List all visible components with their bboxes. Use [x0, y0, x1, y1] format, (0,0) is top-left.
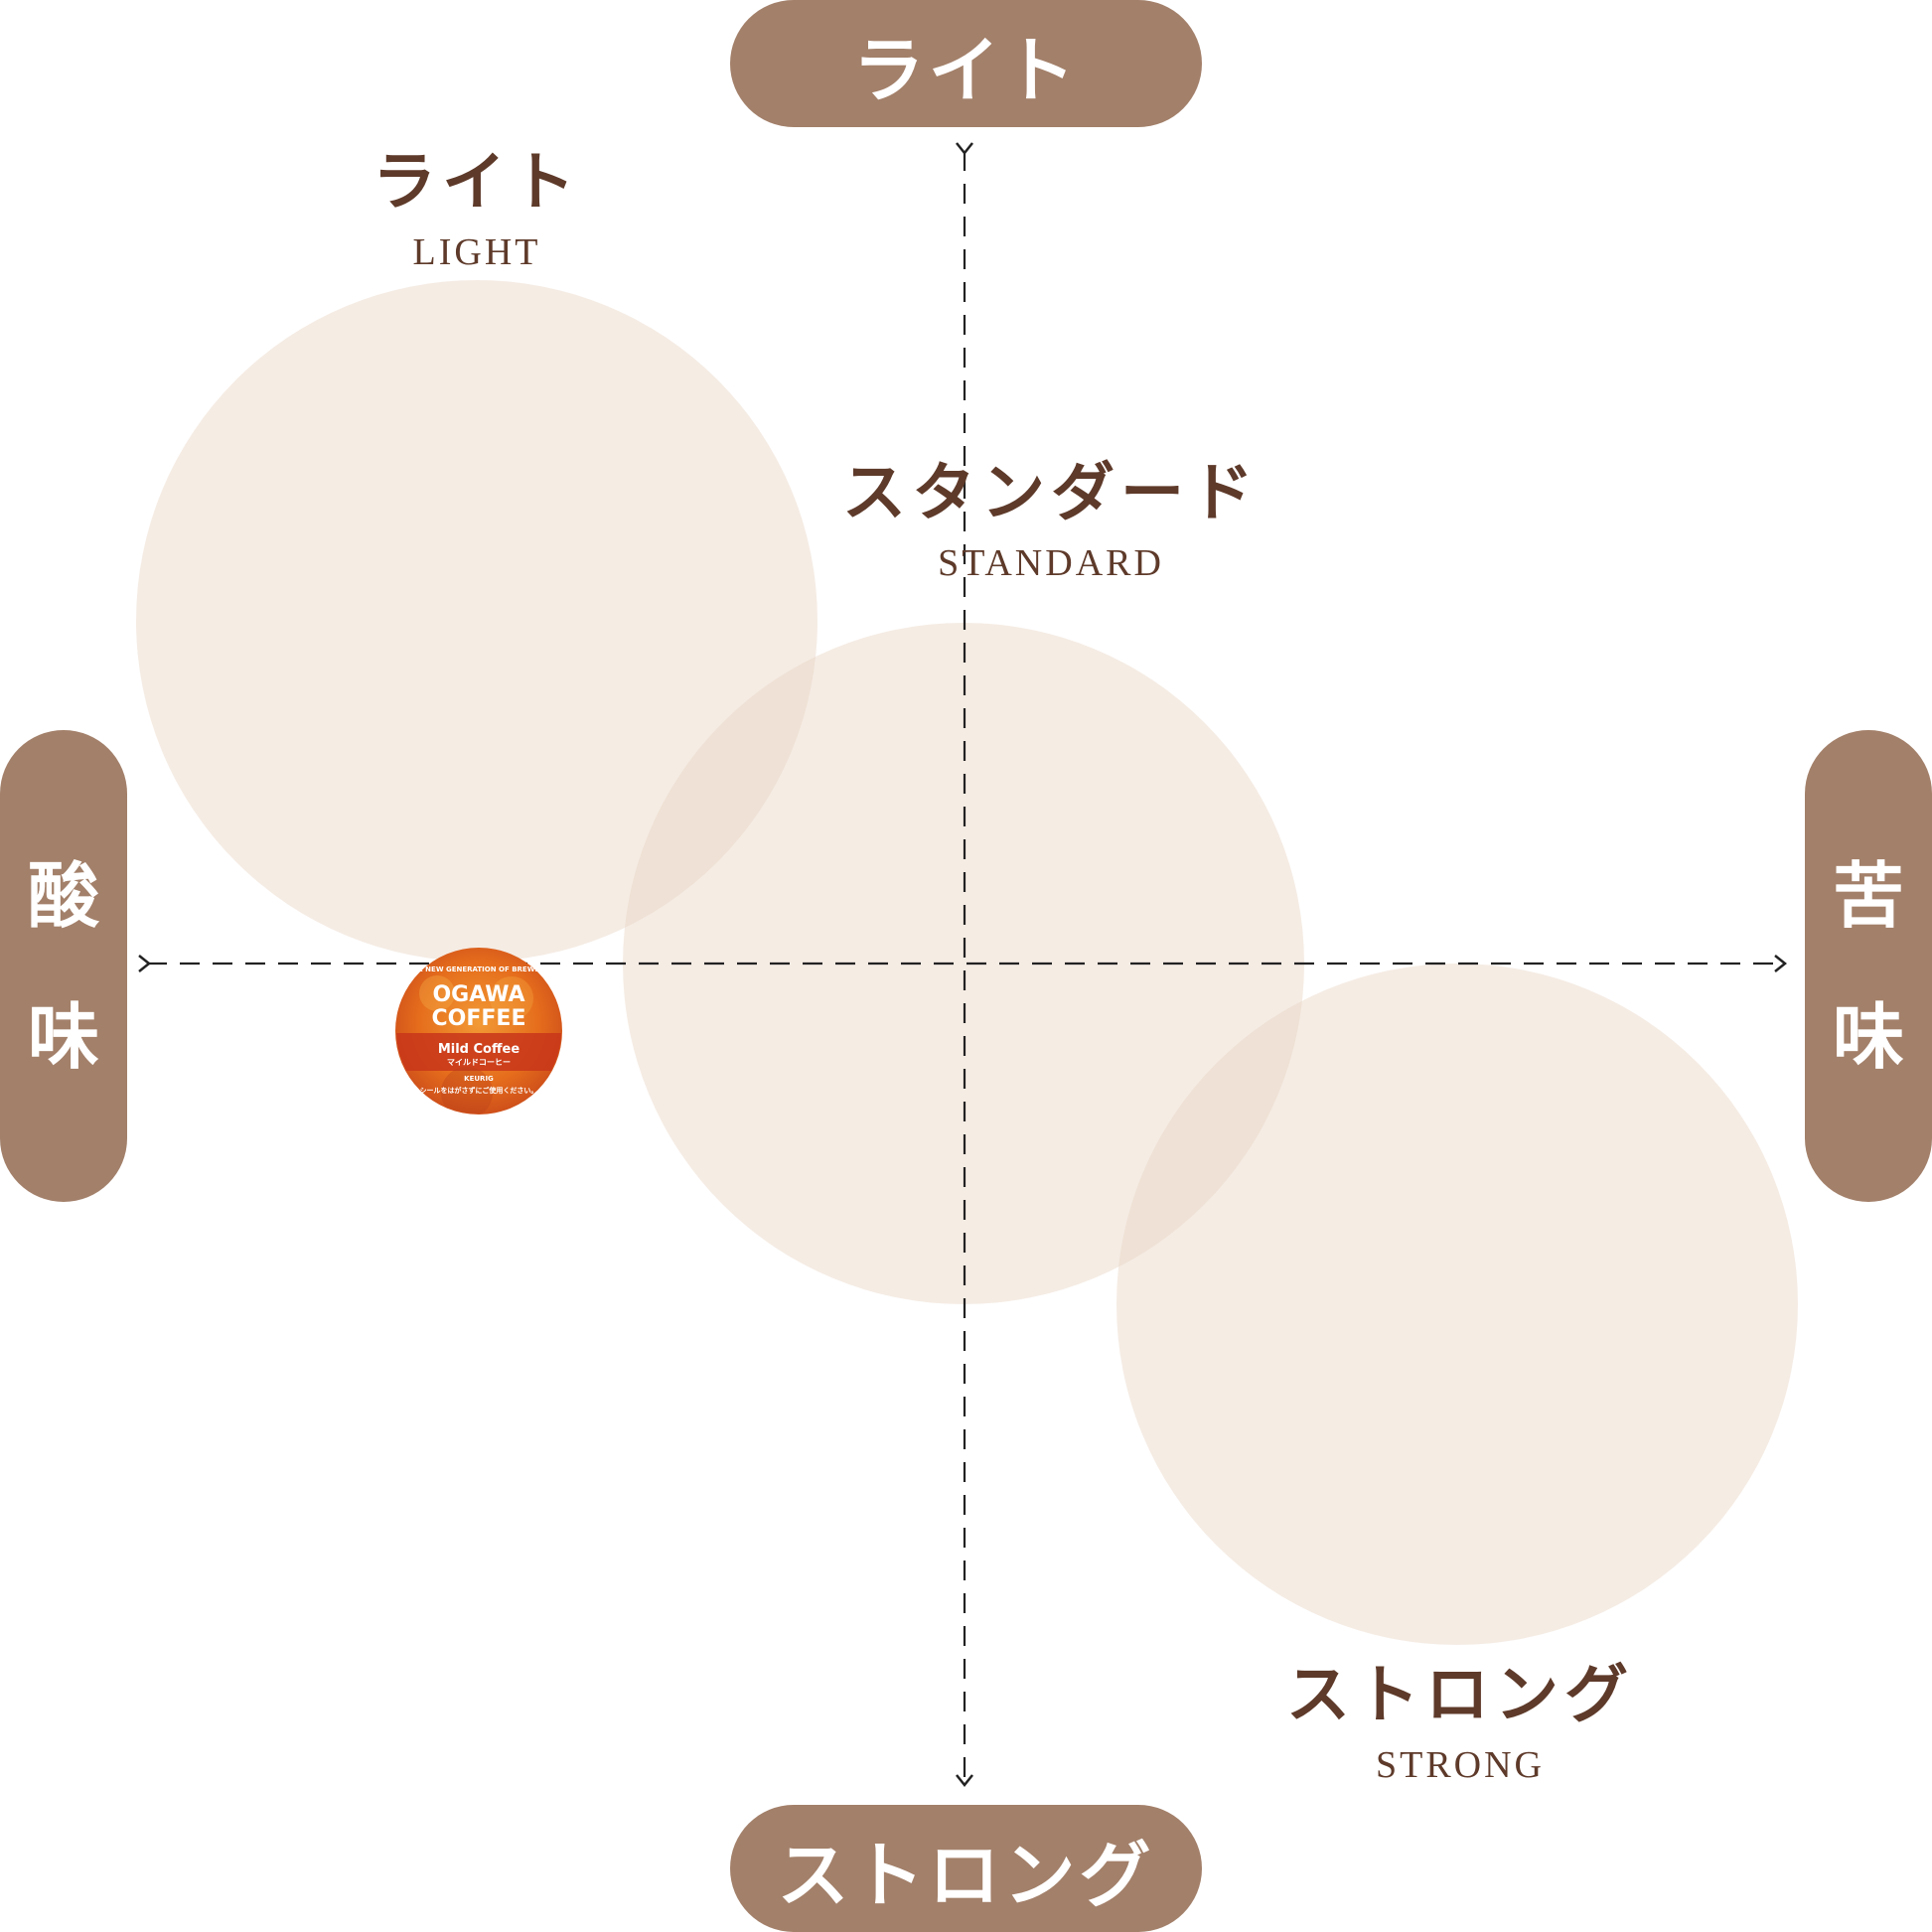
axis-right-bitterness-pill: 苦 味: [1805, 730, 1932, 1202]
strong-zone-circle: [1116, 964, 1798, 1645]
zone-label-standard: スタンダード STANDARD: [842, 462, 1260, 585]
badge-maker: KEURIG: [464, 1075, 494, 1083]
badge-note: シールをはがさずにご使用ください。: [420, 1086, 538, 1095]
axis-top-light-pill: ライト: [730, 0, 1202, 127]
light-zone-circle: [136, 280, 817, 962]
zone-standard-jp: スタンダード: [842, 457, 1260, 530]
axis-right-char-1: 苦: [1832, 853, 1904, 938]
zone-label-strong: ストロング STRONG: [1286, 1664, 1634, 1787]
zone-label-light: ライト LIGHT: [372, 151, 581, 274]
zone-strong-en: STRONG: [1375, 1744, 1546, 1786]
axis-left-char-2: 味: [27, 994, 99, 1079]
axis-left-acidity-pill: 酸 味: [0, 730, 127, 1202]
zone-standard-en: STANDARD: [938, 542, 1164, 584]
badge-brand-line2: COFFEE: [432, 1006, 526, 1031]
zone-light-en: LIGHT: [412, 231, 541, 273]
badge-arc-text: THE NEW GENERATION OF BREWERS: [407, 966, 549, 973]
product-capsule-badge: THE NEW GENERATION OF BREWERS OGAWA COFF…: [395, 948, 562, 1115]
badge-brand-line1: OGAWA: [432, 982, 524, 1007]
axis-bottom-label: ストロング: [777, 1833, 1155, 1917]
axis-right-char-2: 味: [1832, 994, 1904, 1079]
badge-name-en: Mild Coffee: [438, 1042, 520, 1057]
axis-left-char-1: 酸: [27, 853, 99, 938]
badge-name-jp: マイルドコーヒー: [447, 1058, 511, 1067]
zone-light-jp: ライト: [372, 146, 581, 220]
axis-bottom-strong-pill: ストロング: [730, 1805, 1202, 1932]
zone-strong-jp: ストロング: [1286, 1659, 1634, 1732]
axis-top-label: ライト: [852, 28, 1080, 112]
